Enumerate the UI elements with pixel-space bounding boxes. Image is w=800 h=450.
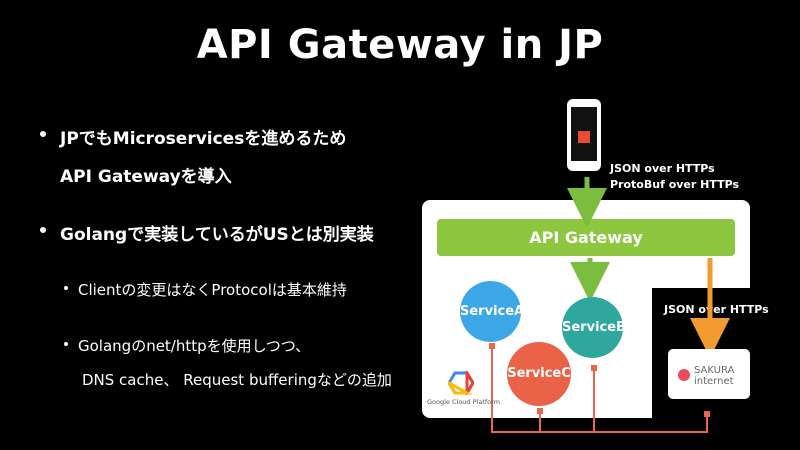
sub-bullet-2-line1: Golangのnet/httpを使用しつつ、	[78, 337, 311, 355]
bullet-2-line1: Golangで実装しているがUSとは別実装	[60, 225, 374, 245]
sub-bullet-2: Golangのnet/httpを使用しつつ、 DNS cache、 Reques…	[64, 335, 392, 390]
bullet-dot	[40, 131, 46, 137]
sub-bullet-1: Clientの変更はなくProtocolは基本維持	[64, 279, 347, 300]
bullet-1-line2: API Gatewayを導入	[60, 167, 232, 187]
gcp-logo-icon	[448, 371, 474, 395]
sakura-logo-icon	[678, 369, 690, 381]
bullet-1: JPでもMicroservicesを進めるため API Gatewayを導入	[40, 124, 347, 187]
service-a-node: ServiceA	[460, 281, 524, 342]
service-connectors	[491, 346, 708, 433]
sub-bullet-1-line1: Clientの変更はなくProtocolは基本維持	[78, 281, 347, 299]
smartphone-icon	[567, 99, 601, 171]
grpc-label: gRPC	[608, 267, 644, 281]
sub-bullet-dot	[64, 342, 68, 346]
bullet-dot	[40, 227, 46, 233]
sakura-line2: internet	[694, 376, 734, 387]
sakura-line1: SAKURA	[694, 365, 735, 376]
client-protocol-1: JSON over HTTPs	[610, 162, 715, 175]
bullet-1-line1: JPでもMicroservicesを進めるため	[60, 129, 347, 149]
external-protocol-label: JSON over HTTPs	[664, 303, 769, 316]
slide-title: API Gateway in JP	[196, 22, 604, 68]
box-icon	[578, 131, 590, 143]
sub-bullet-2-line2: DNS cache、 Request bufferingなどの追加	[82, 371, 392, 389]
service-c-node: ServiceC	[507, 342, 571, 406]
sub-bullet-dot	[64, 286, 68, 290]
gcp-label: Google Cloud Platform	[427, 398, 501, 406]
bullet-2: Golangで実装しているがUSとは別実装	[40, 220, 374, 245]
service-b-node: ServiceB	[562, 297, 626, 358]
sakura-internet-box: SAKURA internet	[668, 349, 750, 399]
client-protocol-2: ProtoBuf over HTTPs	[610, 178, 740, 191]
